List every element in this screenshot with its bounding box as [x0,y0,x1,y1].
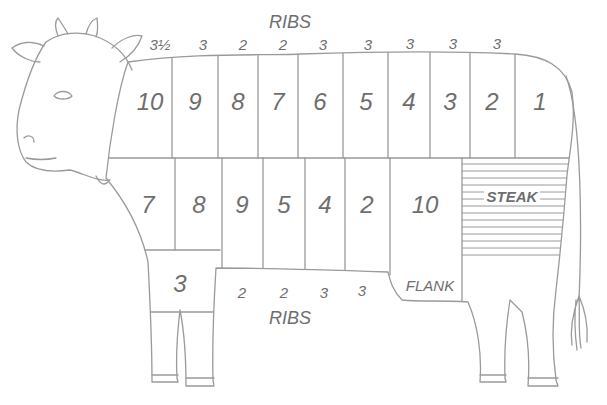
horn [55,18,68,36]
cut-number: 7 [141,193,154,217]
rib-count: 2 [239,37,247,52]
tail-tuft [571,296,587,350]
cut-number: 3 [443,90,456,114]
rib-count: 3 [493,36,501,51]
section-heading: RIBS [269,309,311,327]
rib-count: 3 [319,37,327,52]
rib-count: 3 [364,37,372,52]
cut-number: 2 [360,193,373,217]
ear [112,36,142,63]
hoof-line [152,375,558,378]
cut-number: 2 [485,90,498,114]
rib-count: 3 [358,283,366,298]
cut-number: 5 [277,193,290,217]
rib-count: 2 [279,37,287,52]
rib-count: 3 [449,36,457,51]
cow-body [106,52,573,386]
cut-name: FLANK [406,278,454,293]
cut-name: STEAK [484,188,541,205]
rib-count: 3 [406,36,414,51]
cut-number: 1 [533,90,546,114]
cut-number: 5 [359,90,372,114]
rib-count: 3 [320,285,328,300]
cut-number: 7 [271,90,284,114]
horn [86,18,98,37]
cut-number: 10 [412,193,439,217]
cut-lines [100,40,580,312]
cut-number: 4 [318,193,331,217]
nostril [24,136,34,142]
cut-number: 9 [235,193,248,217]
cut-number: 10 [137,90,164,114]
steak-hatching [462,164,580,255]
cut-number: 9 [188,90,201,114]
eye [54,92,72,100]
rib-count: 3½ [150,37,171,52]
rib-count: 3 [199,37,207,52]
dewlap [96,176,108,184]
section-heading: RIBS [269,13,311,31]
ear [12,42,44,62]
cut-number: 6 [313,90,326,114]
cut-number: 4 [402,90,415,114]
cut-number: 8 [231,90,244,114]
cut-number: 3 [173,272,186,296]
rib-count: 2 [280,285,288,300]
mouth [26,158,56,160]
rib-count: 2 [238,285,246,300]
cut-number: 8 [192,193,205,217]
